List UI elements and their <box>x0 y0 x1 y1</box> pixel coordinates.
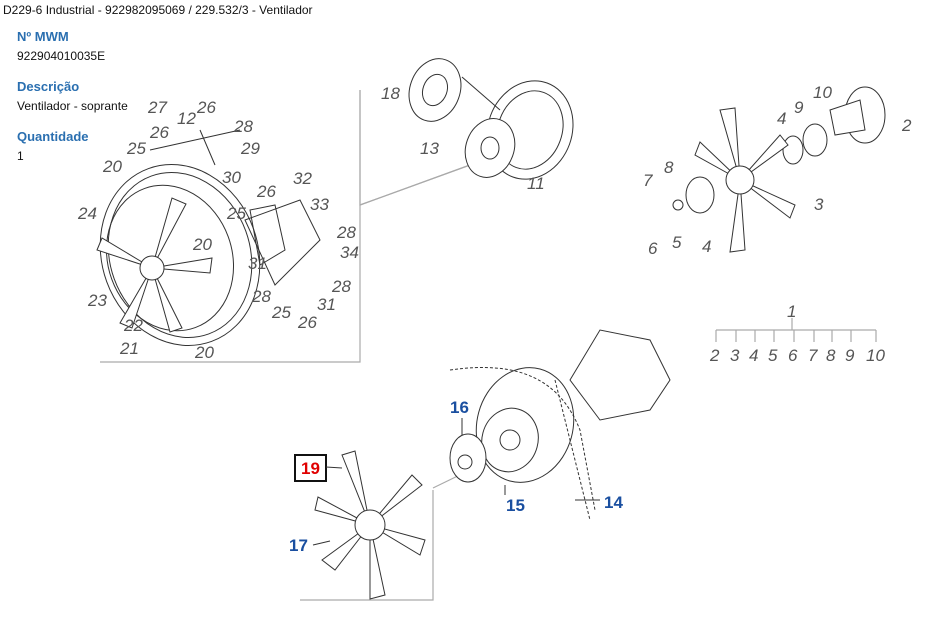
description-value: Ventilador - soprante <box>17 99 128 113</box>
mwm-number-label: Nº MWM <box>17 29 69 44</box>
callout[interactable]: 4 <box>777 109 786 128</box>
callout[interactable]: 4 <box>749 346 758 365</box>
callout[interactable]: 22 <box>123 316 143 335</box>
callout[interactable]: 2 <box>709 346 720 365</box>
callout[interactable]: 5 <box>768 346 778 365</box>
callout-16[interactable]: 16 <box>450 398 469 417</box>
callout-14[interactable]: 14 <box>604 493 623 512</box>
callout[interactable]: 28 <box>233 117 253 136</box>
index-callouts: 1 2 3 4 5 6 7 8 9 10 <box>709 302 885 365</box>
selected-callout-19[interactable]: 19 <box>294 454 343 482</box>
callout[interactable]: 6 <box>648 239 658 258</box>
highlight-callouts: 16 15 14 17 <box>289 398 623 555</box>
callout[interactable]: 21 <box>119 339 139 358</box>
group-bracket-lines <box>100 90 876 601</box>
fan-shroud-assembly <box>96 129 321 346</box>
callout[interactable]: 29 <box>240 139 260 158</box>
callout[interactable]: 9 <box>794 98 804 117</box>
callout[interactable]: 10 <box>813 83 832 102</box>
callout[interactable]: 8 <box>664 158 674 177</box>
middle-callouts: 18 13 11 <box>381 84 545 193</box>
quantity-value: 1 <box>17 149 24 163</box>
callout[interactable]: 4 <box>702 237 711 256</box>
callout[interactable]: 7 <box>808 346 818 365</box>
callout[interactable]: 1 <box>787 302 796 321</box>
water-pump-assembly <box>449 329 671 521</box>
callout[interactable]: 20 <box>192 235 212 254</box>
callout[interactable]: 3 <box>814 195 824 214</box>
callout[interactable]: 25 <box>226 204 246 223</box>
callout[interactable]: 20 <box>102 157 122 176</box>
callout[interactable]: 26 <box>149 123 169 142</box>
callout[interactable]: 20 <box>194 343 214 362</box>
callout[interactable]: 25 <box>126 139 146 158</box>
callout[interactable]: 26 <box>196 98 216 117</box>
pulley-assembly <box>408 58 574 180</box>
callout[interactable]: 18 <box>381 84 400 103</box>
callout[interactable]: 28 <box>331 277 351 296</box>
callout-17[interactable]: 17 <box>289 536 308 555</box>
callout[interactable]: 3 <box>730 346 740 365</box>
callout[interactable]: 11 <box>527 174 545 193</box>
selected-callout-label[interactable]: 19 <box>301 459 320 478</box>
callout[interactable]: 27 <box>147 98 167 117</box>
index-ticks <box>715 330 877 342</box>
callout[interactable]: 23 <box>87 291 107 310</box>
description-label: Descrição <box>17 79 80 94</box>
callout[interactable]: 31 <box>248 254 267 273</box>
callout[interactable]: 13 <box>420 139 439 158</box>
callout[interactable]: 10 <box>866 346 885 365</box>
callout-15[interactable]: 15 <box>506 496 525 515</box>
callout[interactable]: 8 <box>826 346 836 365</box>
left-callouts: 27 12 26 28 26 25 29 20 30 26 32 33 24 2… <box>77 98 359 362</box>
callout[interactable]: 26 <box>256 182 276 201</box>
fan-blade-item-19[interactable] <box>314 450 426 600</box>
callout[interactable]: 24 <box>77 204 97 223</box>
callout[interactable]: 34 <box>340 243 359 262</box>
callout[interactable]: 2 <box>901 116 912 135</box>
callout[interactable]: 9 <box>845 346 855 365</box>
callout[interactable]: 28 <box>251 287 271 306</box>
callout[interactable]: 25 <box>271 303 291 322</box>
callout[interactable]: 28 <box>336 223 356 242</box>
breadcrumb: D229-6 Industrial - 922982095069 / 229.5… <box>3 3 313 17</box>
callout[interactable]: 32 <box>293 169 312 188</box>
callout[interactable]: 7 <box>643 171 653 190</box>
right-callouts: 10 2 9 4 8 7 3 5 6 4 <box>643 83 912 258</box>
callout[interactable]: 30 <box>222 168 241 187</box>
quantity-label: Quantidade <box>17 129 89 144</box>
fan-hub-assembly <box>672 86 886 253</box>
callout[interactable]: 33 <box>310 195 329 214</box>
callout[interactable]: 6 <box>788 346 798 365</box>
callout[interactable]: 12 <box>177 109 196 128</box>
mwm-number-value: 922904010035E <box>17 49 106 63</box>
callout[interactable]: 5 <box>672 233 682 252</box>
callout[interactable]: 26 <box>297 313 317 332</box>
callout[interactable]: 31 <box>317 295 336 314</box>
